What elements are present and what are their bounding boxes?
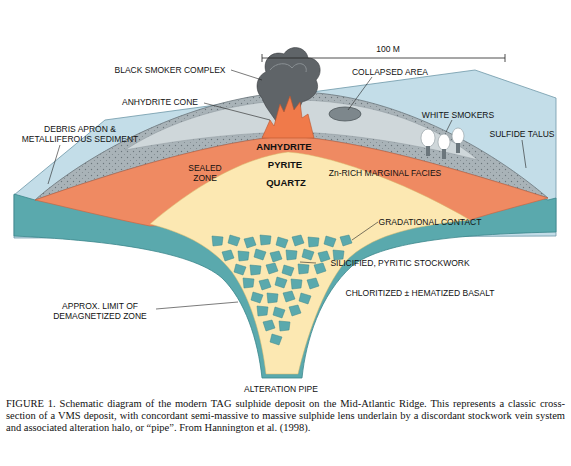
basalt-clast <box>276 237 288 248</box>
label-layer: 100 M BLACK SMOKER COMPLEX COLLAPSED AREA A… <box>0 0 571 400</box>
basalt-clast <box>282 265 294 276</box>
basalt-clast <box>250 265 261 275</box>
basalt-clast <box>254 249 266 260</box>
basalt-clast <box>251 292 263 303</box>
caption-layer: FIGURE 1. Schematic diagram of the moder… <box>6 398 565 435</box>
leader-line <box>348 77 372 110</box>
basalt-clast <box>340 235 352 246</box>
label-text: GRADATIONAL CONTACT <box>379 217 482 227</box>
basalt-clast <box>212 236 223 246</box>
basalt-clast <box>289 305 301 316</box>
label-text: BLACK SMOKER COMPLEX <box>114 65 225 75</box>
basalt-clast <box>257 306 268 316</box>
label-text: SILICIFIED, PYRITIC STOCKWORK <box>330 258 469 268</box>
figure-caption: FIGURE 1. Schematic diagram of the moder… <box>6 398 565 435</box>
leader-line <box>522 140 526 168</box>
label-text: ANHYDRITE CONE <box>122 97 198 107</box>
leader-line <box>156 302 238 309</box>
basalt-clast <box>238 251 249 261</box>
basalt-clast <box>318 251 330 262</box>
basalt-clast <box>260 235 271 245</box>
white-plume <box>452 128 464 144</box>
basalt-clast <box>286 250 297 260</box>
basalt-clast <box>298 264 309 274</box>
scale-tick <box>505 54 506 62</box>
white-plume <box>438 134 450 150</box>
white-plume <box>421 129 435 147</box>
sulfide-lens-core <box>150 152 470 374</box>
label-text: SEALED ZONE <box>183 163 228 183</box>
basalt-clast <box>228 235 240 246</box>
basalt-clast <box>243 278 254 288</box>
basalt-clast <box>222 250 234 261</box>
basalt-clast <box>263 320 275 331</box>
scale-tick <box>262 54 263 62</box>
label-text: COLLAPSED AREA <box>352 67 428 77</box>
anhydrite-cone <box>262 96 314 138</box>
leader-line <box>231 70 262 80</box>
basalt-clast <box>291 279 302 289</box>
scale-bar <box>262 54 505 62</box>
leader-line <box>48 145 60 184</box>
label-text: ANHYDRITE <box>256 142 311 152</box>
leader-line <box>300 262 316 263</box>
label-text: CHLORITIZED ± HEMATIZED BASALT <box>346 288 495 298</box>
basalt-clast <box>259 279 271 290</box>
basalt-clast <box>299 293 311 304</box>
chimney <box>456 143 460 153</box>
basalt-clast <box>283 291 295 302</box>
leader-line <box>204 103 270 120</box>
deposit-illustration <box>0 0 571 400</box>
label-text: APPROX. LIMIT OF DEMAGNETIZED ZONE <box>44 301 156 321</box>
leader-lines <box>48 70 526 309</box>
leader-line <box>352 222 378 240</box>
label-text: QUARTZ <box>266 178 306 188</box>
label-text: PYRITE <box>268 160 302 170</box>
stockwork-veins <box>212 235 352 345</box>
leader-line <box>446 120 452 132</box>
plume-detail <box>270 64 306 72</box>
label-text: Zn-RICH MARGINAL FACIES <box>329 168 442 178</box>
basalt-clast <box>270 334 282 345</box>
basalt-clast <box>324 236 336 247</box>
white-smokers <box>421 128 464 159</box>
basalt-clast <box>307 278 319 289</box>
basalt-clast <box>266 263 278 274</box>
chimney <box>442 149 446 159</box>
label-text: 100 M <box>376 44 400 54</box>
basalt-clast <box>302 249 314 260</box>
label-text: WHITE SMOKERS <box>422 110 494 120</box>
collapsed-area <box>329 107 361 121</box>
basalt-clast <box>292 235 304 246</box>
basalt-clast <box>275 277 287 288</box>
basalt-clast <box>267 293 278 303</box>
basalt-clast <box>270 251 282 262</box>
scale-line <box>262 58 505 59</box>
basalt-clast <box>273 307 285 318</box>
basalt-clast <box>279 321 290 331</box>
label-text: ALTERATION PIPE <box>244 384 318 394</box>
label-text: SULFIDE TALUS <box>490 129 555 139</box>
basalt-clast <box>244 237 256 248</box>
basalt-clast <box>314 263 326 274</box>
label-text: DEBRIS APRON & METALLIFEROUS SEDIMENT <box>15 124 145 144</box>
basalt-clast <box>308 237 319 247</box>
chimney <box>426 146 430 156</box>
basalt-clast <box>234 264 246 275</box>
